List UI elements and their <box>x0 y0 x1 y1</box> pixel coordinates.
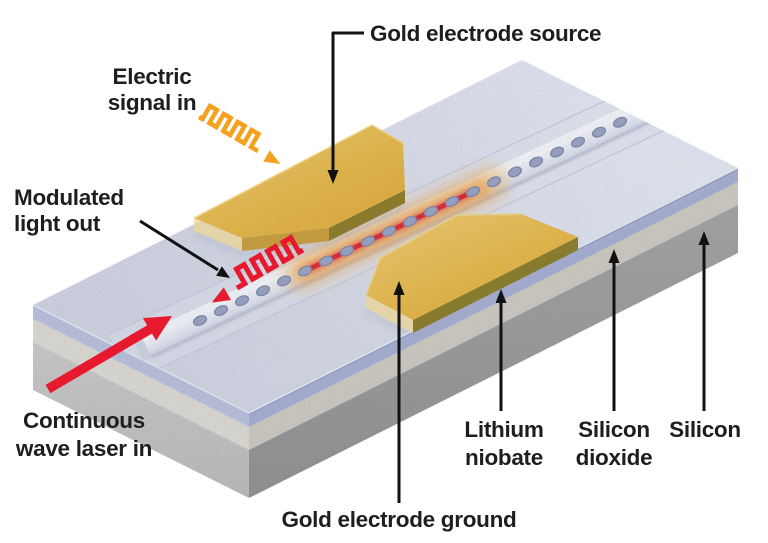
electric-signal-arrow-head <box>263 150 281 164</box>
laser-arrow-shaft <box>45 323 155 394</box>
label-lithium-niobate-line1: Lithium <box>464 417 543 442</box>
laser-input-arrow <box>45 316 172 394</box>
label-silicon-dioxide-line1: Silicon <box>578 417 650 442</box>
silicon-pointer-head <box>698 231 710 245</box>
modulated-light-arrow-head <box>211 287 231 303</box>
modulated-light-waveform-icon <box>211 234 305 303</box>
label-modulated-light-line1: Modulated <box>14 185 124 210</box>
source-pointer-head <box>327 170 339 184</box>
label-electric-signal-line2: signal in <box>108 90 197 115</box>
modulated-pointer-line <box>139 219 219 272</box>
electric-signal-waveform-icon <box>197 102 281 164</box>
label-silicon-dioxide-line2: dioxide <box>576 445 653 470</box>
label-silicon: Silicon <box>669 417 741 442</box>
label-modulated-light-line2: light out <box>14 211 101 236</box>
label-gold-electrode-source: Gold electrode source <box>370 21 601 46</box>
silicon-dioxide-pointer-head <box>608 249 620 263</box>
laser-arrow-head <box>142 316 172 341</box>
electric-signal-wave <box>197 102 262 153</box>
source-pointer-line <box>331 31 364 171</box>
modulated-light-wave <box>232 234 305 291</box>
pointer-arrows <box>139 31 710 503</box>
label-gold-electrode-ground: Gold electrode ground <box>282 507 517 532</box>
label-electric-signal-line1: Electric <box>113 64 192 89</box>
label-cw-laser-line1: Continuous <box>23 408 145 433</box>
labels: Gold electrode source Electric signal in… <box>14 21 741 532</box>
label-cw-laser-line2: wave laser in <box>15 436 152 461</box>
label-lithium-niobate-line2: niobate <box>465 445 543 470</box>
ground-pointer-head <box>393 281 405 295</box>
lithium-niobate-pointer-head <box>495 289 507 303</box>
modulated-pointer-head <box>216 266 230 278</box>
